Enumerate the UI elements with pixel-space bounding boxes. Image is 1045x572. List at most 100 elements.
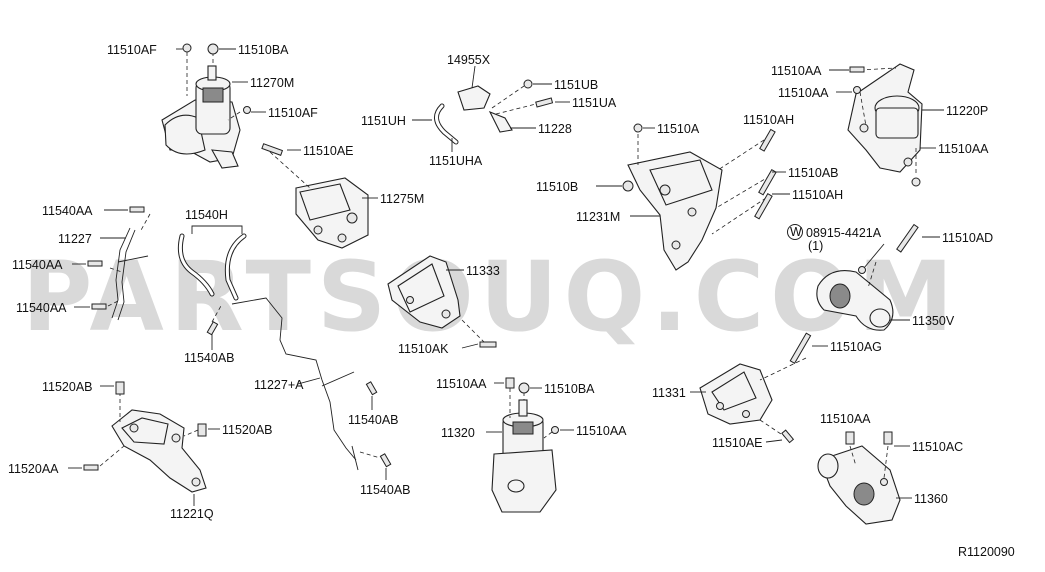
- label-11510ah: 11510AH: [743, 113, 794, 127]
- part-11231m-bracket-drawing: [627, 134, 771, 271]
- label-11510ah: 11510AH: [792, 188, 843, 202]
- label-11520ab: 11520AB: [42, 380, 93, 394]
- label-11540aa: 11540AA: [16, 301, 67, 315]
- label-11510ba: 11510BA: [238, 43, 289, 57]
- washer-symbol-icon: [787, 224, 803, 240]
- label-11510b: 11510B: [536, 180, 578, 194]
- nut-icon: [523, 79, 533, 89]
- label-1151ua: 1151UA: [572, 96, 617, 110]
- label-11540aa: 11540AA: [12, 258, 63, 272]
- part-11220p-mount-drawing: [847, 63, 923, 176]
- bolt-icon: [758, 169, 777, 196]
- bolt-icon: [182, 43, 192, 53]
- label-11540ab: 11540AB: [348, 413, 399, 427]
- label-11540aa: 11540AA: [42, 204, 93, 218]
- part-11333-bracket-drawing: [387, 255, 485, 343]
- label-11333: 11333: [466, 264, 500, 278]
- part-11270m-mount-drawing: [161, 52, 241, 169]
- nut-icon: [622, 180, 634, 192]
- label-11510aa: 11510AA: [771, 64, 822, 78]
- label-11227: 11227: [58, 232, 92, 246]
- bolt-icon: [129, 206, 145, 213]
- bolt-icon: [197, 423, 207, 437]
- label-1151uha: 1151UHA: [429, 154, 483, 168]
- label-11231m: 11231M: [576, 210, 620, 224]
- bolt-icon: [845, 431, 855, 445]
- bolt-icon: [261, 143, 284, 156]
- label-11540ab: 11540AB: [360, 483, 411, 497]
- bolt-icon: [883, 431, 893, 445]
- label-11275m: 11275M: [380, 192, 424, 206]
- bolt-icon: [789, 332, 812, 365]
- watermark-text: PARTSOUQ.COM: [22, 241, 959, 353]
- bolt-icon: [759, 128, 776, 152]
- label-11510aa: 11510AA: [576, 424, 627, 438]
- label-11331: 11331: [652, 386, 686, 400]
- label-11510a: 11510A: [657, 122, 700, 136]
- part-11221q-bracket-drawing: [99, 392, 207, 493]
- bolt-icon: [535, 97, 554, 108]
- label-11360: 11360: [914, 492, 948, 506]
- part-11350v-rod-drawing: [816, 261, 894, 331]
- label-11510aa: 11510AA: [938, 142, 989, 156]
- bolt-icon: [781, 429, 795, 444]
- label-11510ac: 11510AC: [912, 440, 963, 454]
- label-08915-4421a: 08915-4421A: [806, 226, 882, 240]
- label-11510af: 11510AF: [268, 106, 318, 120]
- bolt-icon: [896, 223, 919, 253]
- bolt-icon: [911, 177, 921, 187]
- bolt-icon: [853, 86, 861, 94]
- part-14955x-sensor-drawing: [434, 65, 537, 145]
- label-11510af: 11510AF: [107, 43, 157, 57]
- part-11275m-bracket-drawing: [269, 151, 369, 249]
- bolt-icon: [633, 123, 643, 133]
- label-quantity: (1): [808, 239, 823, 253]
- bolt-icon: [505, 377, 515, 389]
- label-11221q: 11221Q: [170, 507, 214, 521]
- part-11227-tube-drawing: [107, 213, 151, 321]
- part-11331-bracket-drawing: [699, 357, 807, 437]
- label-11520aa: 11520AA: [8, 462, 59, 476]
- bolt-icon: [551, 426, 559, 434]
- label-11510ag: 11510AG: [830, 340, 882, 354]
- label-1151ub: 1151UB: [554, 78, 598, 92]
- bolt-icon: [754, 193, 773, 220]
- part-11540h-hose-drawing: [177, 225, 247, 301]
- label-11510ae: 11510AE: [303, 144, 354, 158]
- label-11520ab: 11520AB: [222, 423, 273, 437]
- label-11510aa: 11510AA: [436, 377, 487, 391]
- part-11320-mount-drawing: [491, 388, 557, 513]
- label-1151uh: 1151UH: [361, 114, 406, 128]
- bolt-icon: [365, 381, 378, 396]
- label-11510aa: 11510AA: [778, 86, 829, 100]
- label-11510ak: 11510AK: [398, 342, 449, 356]
- bolt-icon: [243, 106, 251, 114]
- label-11510aa: 11510AA: [820, 412, 871, 426]
- label-11227-plus-a: 11227+A: [254, 378, 304, 392]
- bolt-icon: [206, 321, 219, 336]
- washer-icon: [858, 266, 866, 274]
- bolt-icon: [115, 381, 125, 395]
- nut-icon: [207, 43, 219, 55]
- label-11228: 11228: [538, 122, 572, 136]
- bolt-icon: [379, 453, 392, 468]
- diagram-reference-code: R1120090: [958, 545, 1015, 559]
- label-11510ae: 11510AE: [712, 436, 763, 450]
- bolt-icon: [87, 260, 103, 267]
- part-11227a-tube-drawing: [211, 297, 359, 471]
- washer-symbol: W: [790, 225, 802, 239]
- bolt-icon: [479, 341, 497, 348]
- bolt-icon: [91, 303, 107, 310]
- label-11540h: 11540H: [185, 208, 228, 222]
- label-11510ba: 11510BA: [544, 382, 595, 396]
- label-11350v: 11350V: [912, 314, 955, 328]
- label-11220p: 11220P: [946, 104, 988, 118]
- label-11540ab: 11540AB: [184, 351, 235, 365]
- label-14955x: 14955X: [447, 53, 491, 67]
- label-11270m: 11270M: [250, 76, 294, 90]
- label-11510ab: 11510AB: [788, 166, 839, 180]
- nut-icon: [518, 382, 530, 394]
- label-11510ad: 11510AD: [942, 231, 993, 245]
- part-11360-mount-drawing: [817, 445, 901, 525]
